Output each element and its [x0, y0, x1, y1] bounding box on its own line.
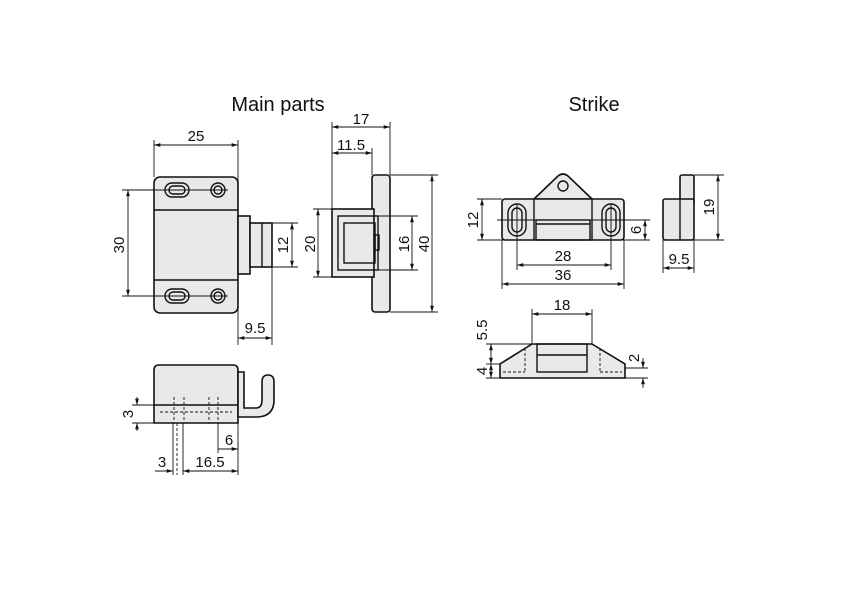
dim-width: 25 — [188, 128, 205, 145]
dim-top: 5.5 — [474, 320, 491, 341]
dim-height: 40 — [416, 236, 433, 253]
dim-depth: 17 — [353, 111, 370, 128]
dim-center-width: 18 — [554, 297, 571, 314]
dim-hook: 6 — [225, 432, 233, 449]
main-bottom-view — [132, 364, 275, 475]
strike-bottom-view — [486, 309, 648, 388]
dim-strike-side-depth: 9.5 — [669, 251, 690, 268]
dim-inner: 16 — [396, 236, 413, 253]
dim-strike-pitch: 28 — [555, 248, 572, 265]
dim-thickness: 3 — [120, 410, 137, 418]
dim-body-height: 20 — [302, 236, 319, 253]
title-strike: Strike — [568, 94, 619, 116]
dim-base: 4 — [474, 367, 491, 375]
dim-strike-width: 36 — [555, 267, 572, 284]
title-main-parts: Main parts — [231, 94, 324, 116]
dim-offset-b: 16.5 — [195, 454, 224, 471]
dim-slot-offset: 6 — [628, 226, 645, 234]
dim-hole-pitch: 30 — [111, 237, 128, 254]
main-front-view — [122, 140, 298, 345]
dim-plunger-dia: 12 — [275, 237, 292, 254]
strike-front-view — [477, 173, 650, 289]
dim-body-depth: 11.5 — [337, 137, 365, 154]
dim-plunger-len: 9.5 — [245, 320, 266, 337]
dim-offset-a: 3 — [158, 454, 166, 471]
dim-edge: 2 — [626, 354, 643, 362]
main-side-view — [313, 122, 438, 313]
dim-strike-height: 12 — [465, 212, 482, 229]
strike-side-view — [662, 174, 724, 273]
dim-strike-side-height: 19 — [701, 199, 718, 216]
